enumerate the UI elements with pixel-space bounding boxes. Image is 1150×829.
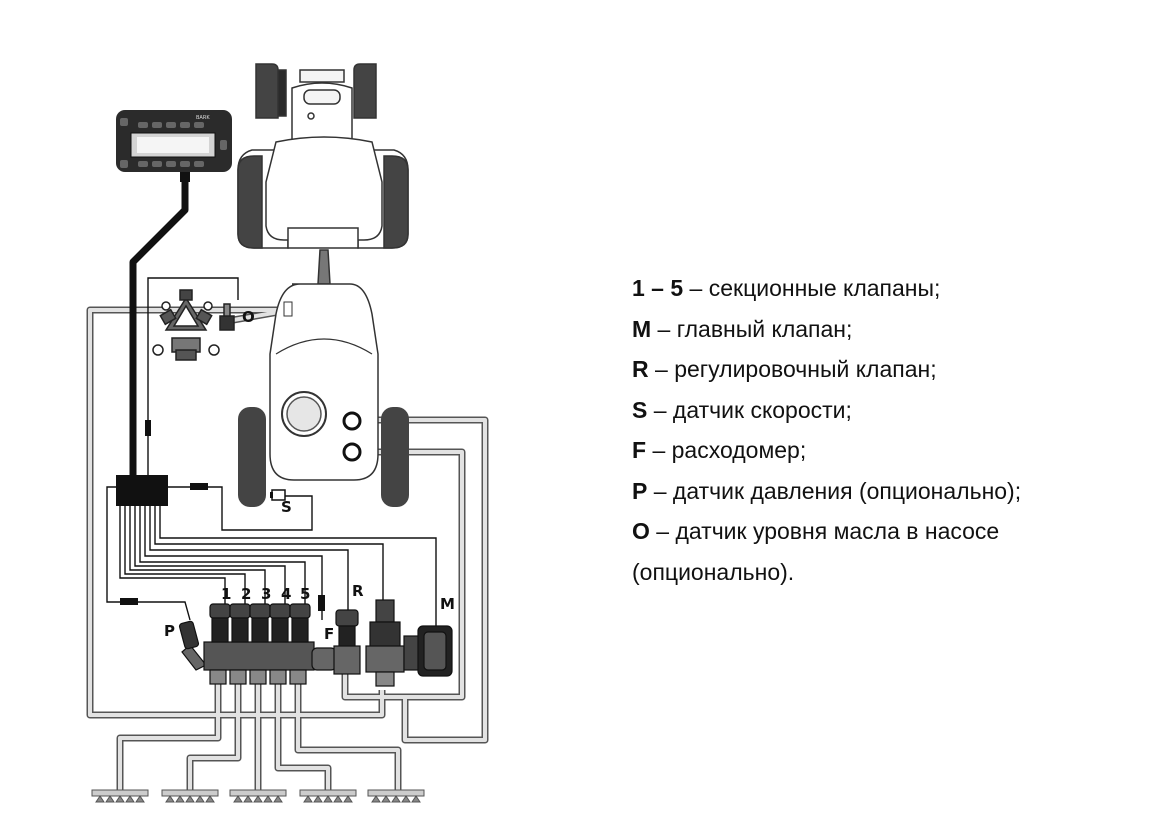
wiring: [106, 277, 437, 628]
label-pressure-sensor: P: [164, 622, 175, 640]
legend-text: – датчик уровня масла в насосе: [649, 518, 1000, 544]
label-speed-sensor: S: [281, 498, 292, 516]
sprayer-tank: [238, 283, 409, 507]
label-section-3: 3: [261, 585, 271, 603]
label-oil-sensor: O: [242, 308, 255, 326]
legend-row: F – расходомер;: [632, 430, 1132, 471]
label-section-2: 2: [241, 585, 251, 603]
section-valve-4: [269, 603, 291, 685]
hose-network: [86, 306, 489, 790]
legend-key: R: [632, 356, 649, 382]
legend-row: M – главный клапан;: [632, 309, 1132, 350]
section-valve-1: [209, 603, 231, 685]
label-section-5: 5: [300, 585, 310, 603]
flowmeter: [311, 647, 337, 671]
section-valve-2: [229, 603, 251, 685]
legend-key: 1 – 5: [632, 275, 684, 301]
nozzle-section-1: [91, 789, 149, 803]
boom-nozzles: [91, 789, 425, 803]
pressure-sensor-body: [178, 620, 207, 671]
legend-row: P – датчик давления (опционально);: [632, 471, 1132, 512]
nozzle-section-5: [367, 789, 425, 803]
legend-row: O – датчик уровня масла в насосе: [632, 511, 1132, 552]
legend-key: F: [632, 437, 647, 463]
legend-key: O: [632, 518, 650, 544]
legend-key: S: [632, 396, 648, 423]
nozzle-section-4: [299, 789, 357, 803]
valve-manifold: [178, 599, 453, 687]
legend-text: – датчик давления (опционально);: [647, 477, 1022, 504]
regulating-valve: [333, 609, 361, 675]
legend-text: – регулировочный клапан;: [648, 356, 937, 382]
section-valve-3: [249, 603, 271, 685]
console-brand: BARK: [196, 115, 210, 121]
legend-key: M: [632, 315, 652, 342]
speed-sensor: [270, 489, 286, 501]
legend-text: – главный клапан;: [651, 315, 853, 342]
legend-text: – расходомер;: [646, 437, 807, 463]
connectors: [120, 420, 325, 611]
tractor: [237, 63, 409, 285]
console-cable: [129, 172, 189, 476]
legend-text: – секционные клапаны;: [683, 275, 941, 301]
nozzle-section-3: [229, 789, 287, 803]
nozzle-section-2: [161, 789, 219, 803]
label-section-4: 4: [281, 585, 291, 603]
main-valve: [403, 625, 453, 677]
legend-key: P: [632, 477, 648, 504]
legend-row: R – регулировочный клапан;: [632, 349, 1132, 390]
filter-valve: [365, 599, 405, 687]
control-console: BARK: [116, 110, 232, 182]
section-valve-5: [289, 603, 311, 685]
legend-row: 1 – 5 – секционные клапаны;: [632, 268, 1132, 309]
label-main-valve: M: [440, 595, 455, 613]
legend-row: (опционально).: [632, 552, 1132, 593]
label-flowmeter: F: [324, 625, 334, 643]
label-regulating-valve: R: [352, 582, 364, 600]
control-box: [116, 475, 168, 506]
legend: 1 – 5 – секционные клапаны;M – главный к…: [632, 268, 1132, 592]
legend-row: S – датчик скорости;: [632, 390, 1132, 431]
legend-text: (опционально).: [632, 558, 795, 585]
sprayer-system-diagram: BARK: [86, 63, 489, 803]
legend-text: – датчик скорости;: [647, 396, 852, 423]
pump: [152, 289, 235, 361]
label-section-1: 1: [221, 585, 231, 603]
